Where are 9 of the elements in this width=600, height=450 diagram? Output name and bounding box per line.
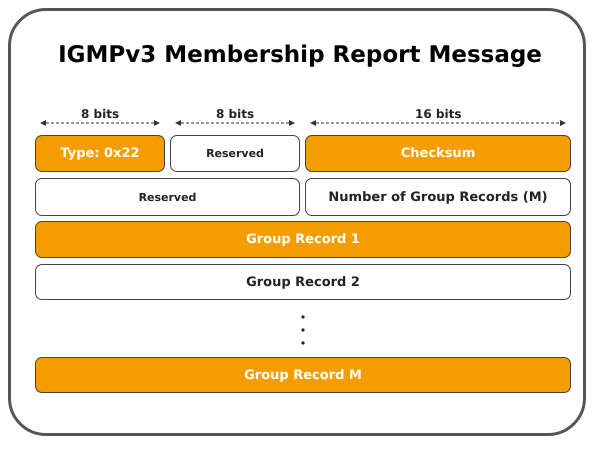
field-box: Reserved bbox=[170, 135, 300, 172]
field-box: Group Record M bbox=[35, 357, 571, 393]
field-box: Group Record 1 bbox=[35, 221, 571, 258]
field-box: Group Record 2 bbox=[35, 264, 571, 300]
field-box: Checksum bbox=[305, 135, 571, 172]
field-box: Type: 0x22 bbox=[35, 135, 165, 172]
field-box: Reserved bbox=[35, 178, 300, 216]
diagram-title: IGMPv3 Membership Report Message bbox=[57, 42, 543, 68]
field-box: Number of Group Records (M) bbox=[305, 178, 571, 216]
